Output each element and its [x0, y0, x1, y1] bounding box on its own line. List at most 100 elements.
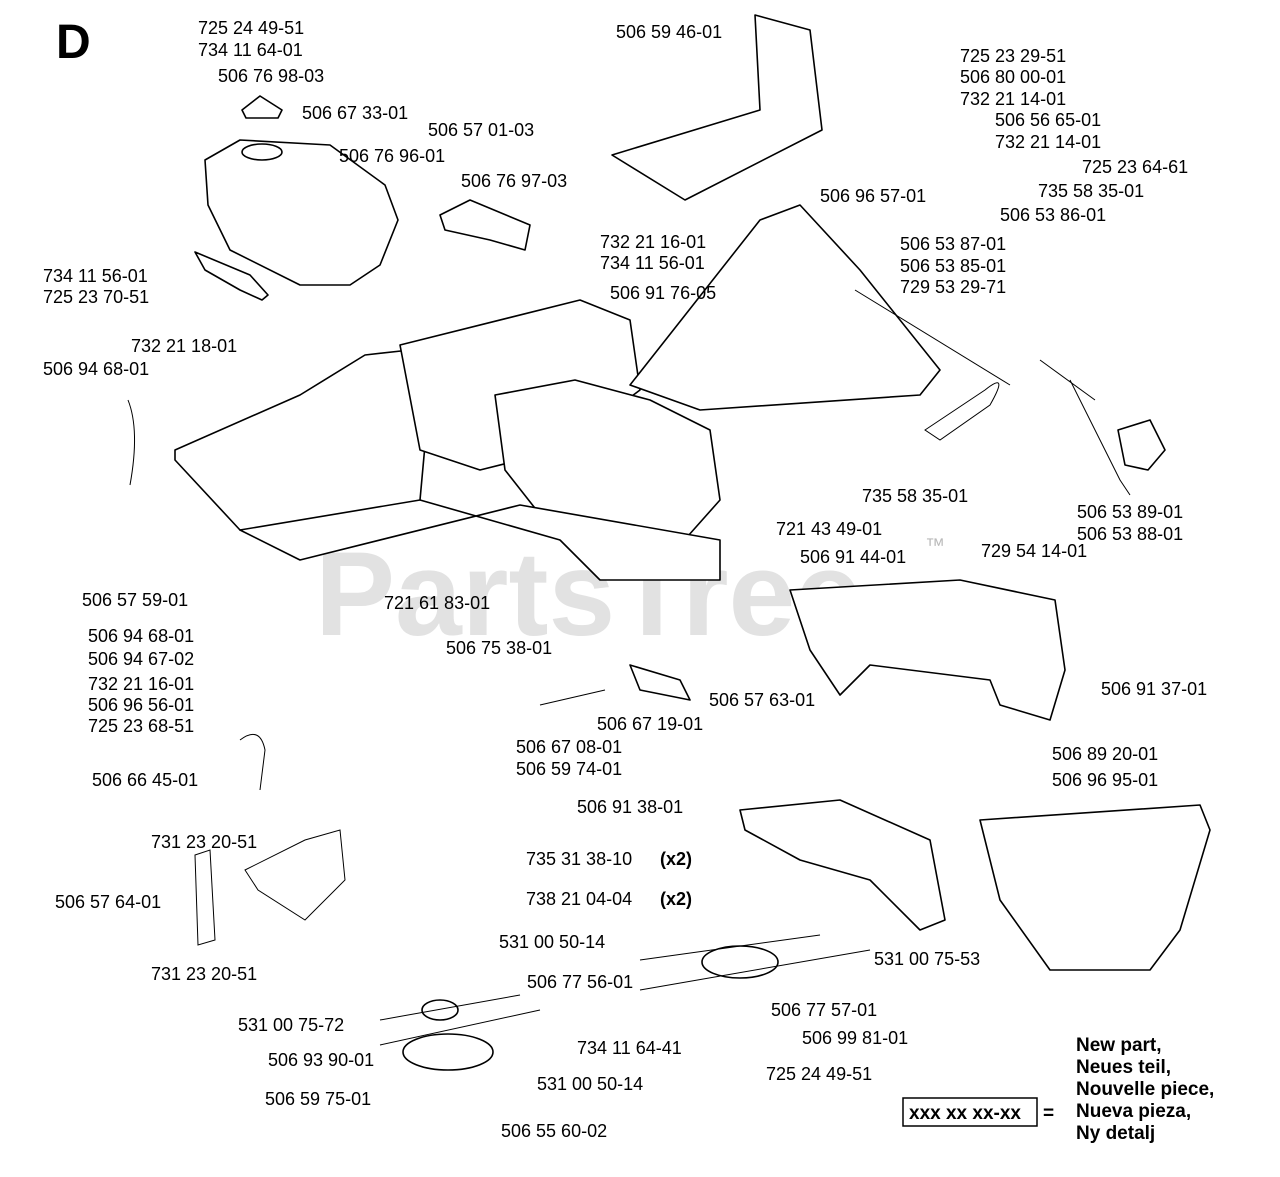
part-label: 506 94 67-02: [88, 649, 194, 669]
part-label: 506 67 08-01: [516, 737, 622, 757]
part-label: 506 80 00-01: [960, 67, 1066, 87]
fuel-cap: [241, 95, 283, 119]
part-label: 734 11 56-01: [600, 253, 705, 273]
trademark: ™: [925, 535, 945, 557]
foot-plate: [611, 14, 823, 201]
part-label: 732 21 16-01: [88, 674, 194, 694]
part-label: 732 21 16-01: [600, 232, 706, 252]
side-cover: [979, 804, 1211, 971]
part-label: 506 59 74-01: [516, 759, 622, 779]
part-label: 506 94 68-01: [88, 626, 194, 646]
part-label: 506 94 68-01: [43, 359, 149, 379]
part-label: 506 77 56-01: [527, 972, 633, 992]
part-label: 506 96 57-01: [820, 186, 926, 206]
part-label: 531 00 75-72: [238, 1015, 344, 1035]
fuel-line: [127, 399, 135, 486]
section-letter: D: [56, 16, 91, 69]
part-label: 732 21 14-01: [995, 132, 1101, 152]
part-label: 735 58 35-01: [1038, 181, 1144, 201]
part-labels: 725 24 49-51 734 11 64-01 506 76 98-03 5…: [43, 18, 1207, 1141]
new-part-legend: xxx xx xx-xx = New part, Neues teil, Nou…: [902, 1035, 1214, 1144]
belt-1: [639, 934, 821, 961]
part-label: 506 67 19-01: [597, 714, 703, 734]
part-label: 506 89 20-01: [1052, 744, 1158, 764]
fuel-tank: [204, 139, 399, 286]
belt-guide: [739, 799, 946, 931]
control-rod: [1069, 379, 1131, 496]
bracket-left-lower: [244, 829, 346, 921]
part-label: 531 00 75-53: [874, 949, 980, 969]
part-label: 738 21 04-04: [526, 889, 632, 909]
part-label: 734 11 64-01: [198, 40, 303, 60]
qty-label: (x2): [660, 849, 692, 869]
part-label: 506 75 38-01: [446, 638, 552, 658]
part-label: 725 24 49-51: [766, 1064, 872, 1084]
part-label: 506 53 87-01: [900, 234, 1006, 254]
legend-code-box: [902, 1097, 1038, 1127]
part-label: 506 93 90-01: [268, 1050, 374, 1070]
cable-right: [854, 289, 1011, 386]
part-label: 506 76 97-03: [461, 171, 567, 191]
wire-rod: [239, 733, 266, 791]
part-label: 506 57 01-03: [428, 120, 534, 140]
part-label: 506 53 85-01: [900, 256, 1006, 276]
part-label: 721 61 83-01: [384, 593, 490, 613]
part-label: 506 57 63-01: [709, 690, 815, 710]
part-label: 729 54 14-01: [981, 541, 1087, 561]
part-label: 731 23 20-51: [151, 964, 257, 984]
part-label: 506 91 76-05: [610, 283, 716, 303]
part-label: 531 00 50-14: [537, 1074, 643, 1094]
tensioner-bracket: [1117, 419, 1166, 471]
part-label: 729 53 29-71: [900, 277, 1006, 297]
legend-code: xxx xx xx-xx: [909, 1103, 1021, 1124]
main-frame-right: [629, 204, 941, 411]
part-label: 506 96 95-01: [1052, 770, 1158, 790]
lift-handle: [924, 382, 1000, 441]
part-label: 506 91 37-01: [1101, 679, 1207, 699]
part-label: 506 91 44-01: [800, 547, 906, 567]
part-label: 506 53 86-01: [1000, 205, 1106, 225]
belt-4: [379, 1009, 541, 1046]
part-label: 506 53 89-01: [1077, 502, 1183, 522]
part-label: 506 55 60-02: [501, 1121, 607, 1141]
part-label: 506 96 56-01: [88, 695, 194, 715]
part-label: 506 77 57-01: [771, 1000, 877, 1020]
part-label: 734 11 56-01: [43, 266, 148, 286]
pin-rod: [194, 849, 216, 946]
part-label: 731 23 20-51: [151, 832, 257, 852]
part-label: 725 24 49-51: [198, 18, 304, 38]
part-label: 506 59 75-01: [265, 1089, 371, 1109]
part-label: 725 23 68-51: [88, 716, 194, 736]
part-label: 506 57 64-01: [55, 892, 161, 912]
part-label: 506 57 59-01: [82, 590, 188, 610]
part-label: 725 23 64-61: [1082, 157, 1188, 177]
legend-line: New part,: [1076, 1035, 1162, 1056]
legend-equals: =: [1043, 1103, 1054, 1124]
part-label: 732 21 18-01: [131, 336, 237, 356]
part-label: 734 11 64-41: [577, 1038, 682, 1058]
belt-3: [379, 994, 521, 1021]
tank-bracket: [194, 251, 269, 301]
part-label: 506 91 38-01: [577, 797, 683, 817]
pulley-lower: [402, 1033, 494, 1071]
part-label: 721 43 49-01: [776, 519, 882, 539]
part-label: 506 66 45-01: [92, 770, 198, 790]
lever-plate: [629, 664, 691, 701]
legend-line: Nueva pieza,: [1076, 1101, 1191, 1122]
legend-line: Ny detalj: [1076, 1123, 1155, 1144]
part-label: 506 67 33-01: [302, 103, 408, 123]
part-label: 506 99 81-01: [802, 1028, 908, 1048]
part-label: 735 31 38-10: [526, 849, 632, 869]
part-label: 735 58 35-01: [862, 486, 968, 506]
part-label: 506 76 98-03: [218, 66, 324, 86]
qty-label: (x2): [660, 889, 692, 909]
part-label: 732 21 14-01: [960, 89, 1066, 109]
part-label: 725 23 29-51: [960, 46, 1066, 66]
part-label: 506 53 88-01: [1077, 524, 1183, 544]
part-label: 506 76 96-01: [339, 146, 445, 166]
part-label: 725 23 70-51: [43, 287, 149, 307]
part-label: 531 00 50-14: [499, 932, 605, 952]
linkage-rod: [1039, 359, 1096, 401]
main-frame-left: [174, 349, 431, 531]
